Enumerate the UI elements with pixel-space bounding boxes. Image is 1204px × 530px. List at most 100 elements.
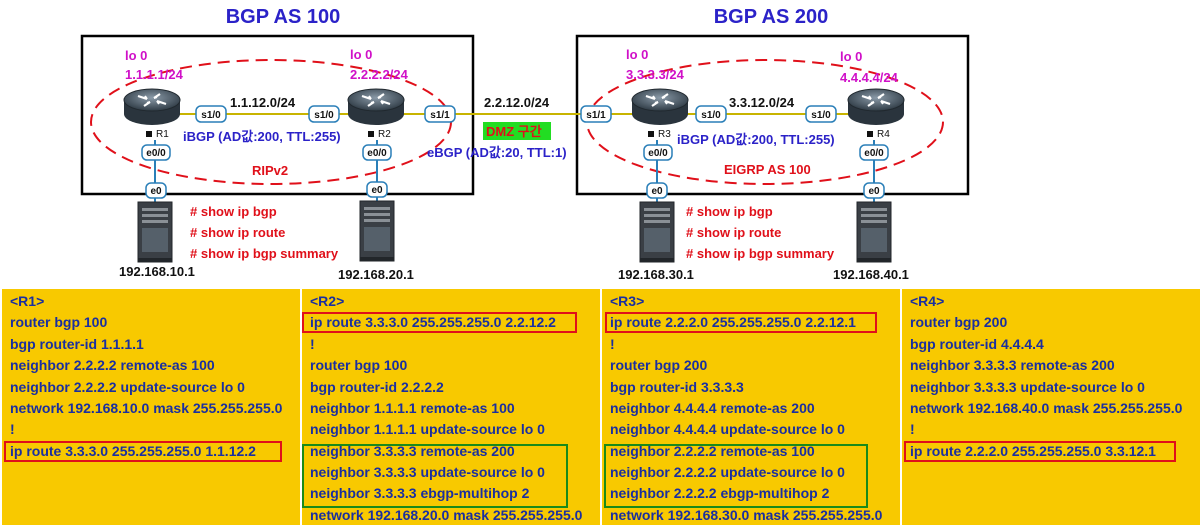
loopback-name: lo 0 xyxy=(840,49,862,64)
config-line: neighbor 3.3.3.3 remote-as 200 xyxy=(310,443,515,459)
highlight-box xyxy=(4,441,282,462)
svg-text:e0: e0 xyxy=(150,186,162,197)
config-line: ip route 2.2.2.0 255.255.255.0 2.2.12.1 xyxy=(610,314,856,330)
interface-tag: s1/1 xyxy=(424,105,456,123)
show-command: # show ip route xyxy=(190,225,285,240)
interface-tag: e0 xyxy=(646,182,668,199)
config-line: neighbor 2.2.2.2 remote-as 100 xyxy=(10,357,215,373)
ibgp-label: iBGP (AD값:200, TTL:255) xyxy=(677,132,835,147)
config-line: neighbor 3.3.3.3 update-source lo 0 xyxy=(310,464,545,480)
interface-tag: e0 xyxy=(863,182,885,199)
interface-tag: e0/0 xyxy=(643,144,673,161)
svg-text:s1/1: s1/1 xyxy=(586,110,606,121)
interface-tag: e0 xyxy=(366,181,388,198)
server-icon[interactable] xyxy=(856,201,892,263)
svg-text:e0/0: e0/0 xyxy=(367,148,387,159)
highlight-box xyxy=(302,444,568,508)
config-line: router bgp 200 xyxy=(610,357,708,373)
interface-tag: e0/0 xyxy=(141,144,171,161)
interface-tag: e0/0 xyxy=(362,144,392,161)
router-icon[interactable] xyxy=(630,87,690,127)
subnet-label: 3.3.12.0/24 xyxy=(729,95,795,110)
config-line: neighbor 2.2.2.2 remote-as 100 xyxy=(610,443,815,459)
eigrp-label: EIGRP AS 100 xyxy=(724,162,811,177)
router-label-r2: R2 xyxy=(378,129,391,140)
config-line: <R3> xyxy=(610,293,645,309)
show-command: # show ip bgp summary xyxy=(190,246,339,261)
loopback-name: lo 0 xyxy=(125,48,147,63)
svg-text:e0: e0 xyxy=(868,186,880,197)
config-line: neighbor 2.2.2.2 update-source lo 0 xyxy=(610,464,845,480)
dmz-highlight xyxy=(483,122,551,140)
loopback-name: lo 0 xyxy=(626,47,648,62)
router-icon[interactable] xyxy=(346,87,406,127)
config-panel-r4: <R4> router bgp 200 bgp router-id 4.4.4.… xyxy=(902,289,1200,525)
loopback-ip: 3.3.3.3/24 xyxy=(626,67,685,82)
router-icon[interactable] xyxy=(122,87,182,127)
svg-text:e0/0: e0/0 xyxy=(648,148,668,159)
highlight-box xyxy=(604,444,868,508)
dmz-label: DMZ 구간 xyxy=(486,124,542,139)
config-line: ip route 3.3.3.0 255.255.255.0 1.1.12.2 xyxy=(10,443,256,459)
ibgp-label: iBGP (AD값:200, TTL:255) xyxy=(183,129,341,144)
config-line: router bgp 200 xyxy=(910,314,1008,330)
server-icon[interactable] xyxy=(359,200,395,262)
show-command: # show ip bgp summary xyxy=(686,246,835,261)
as200-title: BGP AS 200 xyxy=(714,6,829,28)
highlight-box xyxy=(904,441,1176,462)
as100-title: BGP AS 100 xyxy=(226,6,341,28)
config-panel-r3: <R3> ip route 2.2.2.0 255.255.255.0 2.2.… xyxy=(602,289,900,525)
interface-tag: s1/1 xyxy=(580,105,612,123)
config-line: neighbor 1.1.1.1 remote-as 100 xyxy=(310,400,515,416)
config-line: neighbor 3.3.3.3 remote-as 200 xyxy=(910,357,1115,373)
server-icon[interactable] xyxy=(137,201,173,263)
config-line: <R4> xyxy=(910,293,945,309)
config-line: ! xyxy=(310,336,315,352)
config-line: neighbor 2.2.2.2 ebgp-multihop 2 xyxy=(610,485,830,501)
config-panel-r1: <R1> router bgp 100 bgp router-id 1.1.1.… xyxy=(2,289,300,525)
config-line: ip route 2.2.2.0 255.255.255.0 3.3.12.1 xyxy=(910,443,1156,459)
svg-text:e0: e0 xyxy=(371,185,383,196)
loopback-ip: 4.4.4.4/24 xyxy=(840,70,899,85)
show-command: # show ip bgp xyxy=(190,204,277,219)
router-label-r4: R4 xyxy=(877,129,890,140)
config-line: router bgp 100 xyxy=(10,314,108,330)
svg-text:s1/1: s1/1 xyxy=(430,110,450,121)
config-line: neighbor 4.4.4.4 remote-as 200 xyxy=(610,400,815,416)
interface-tag: s1/0 xyxy=(805,105,837,123)
rip-label: RIPv2 xyxy=(252,163,288,178)
highlight-box xyxy=(302,312,577,333)
config-line: neighbor 3.3.3.3 update-source lo 0 xyxy=(910,379,1145,395)
config-line: <R1> xyxy=(10,293,45,309)
svg-text:s1/0: s1/0 xyxy=(811,110,831,121)
config-line: network 192.168.20.0 mask 255.255.255.0 xyxy=(310,507,583,523)
loopback-name: lo 0 xyxy=(350,47,372,62)
network-diagram: BGP AS 100 BGP AS 200 R1 R2 R3 R4 lo 0 1… xyxy=(80,6,970,282)
config-line: bgp router-id 1.1.1.1 xyxy=(10,336,144,352)
config-line: <R2> xyxy=(310,293,345,309)
svg-text:s1/0: s1/0 xyxy=(701,110,721,121)
ebgp-label: eBGP (AD값:20, TTL:1) xyxy=(427,145,567,160)
host-ip: 192.168.30.1 xyxy=(618,267,694,282)
svg-text:s1/0: s1/0 xyxy=(314,110,334,121)
config-line: ! xyxy=(910,421,915,437)
host-ip: 192.168.40.1 xyxy=(833,267,909,282)
svg-text:e0/0: e0/0 xyxy=(864,148,884,159)
config-line: neighbor 4.4.4.4 update-source lo 0 xyxy=(610,421,845,437)
interface-tag: s1/0 xyxy=(308,105,340,123)
interface-tag: e0 xyxy=(145,182,167,199)
loopback-ip: 2.2.2.2/24 xyxy=(350,67,409,82)
router-icon[interactable] xyxy=(846,87,906,127)
show-command: # show ip route xyxy=(686,225,781,240)
config-line: neighbor 3.3.3.3 ebgp-multihop 2 xyxy=(310,485,530,501)
server-icon[interactable] xyxy=(639,201,675,263)
svg-text:s1/0: s1/0 xyxy=(201,110,221,121)
config-line: bgp router-id 3.3.3.3 xyxy=(610,379,744,395)
config-line: network 192.168.30.0 mask 255.255.255.0 xyxy=(610,507,883,523)
router-label-r1: R1 xyxy=(156,129,169,140)
subnet-label: 1.1.12.0/24 xyxy=(230,95,296,110)
config-line: ! xyxy=(610,336,615,352)
show-command: # show ip bgp xyxy=(686,204,773,219)
interface-tag: s1/0 xyxy=(195,105,227,123)
router-label-r3: R3 xyxy=(658,129,671,140)
